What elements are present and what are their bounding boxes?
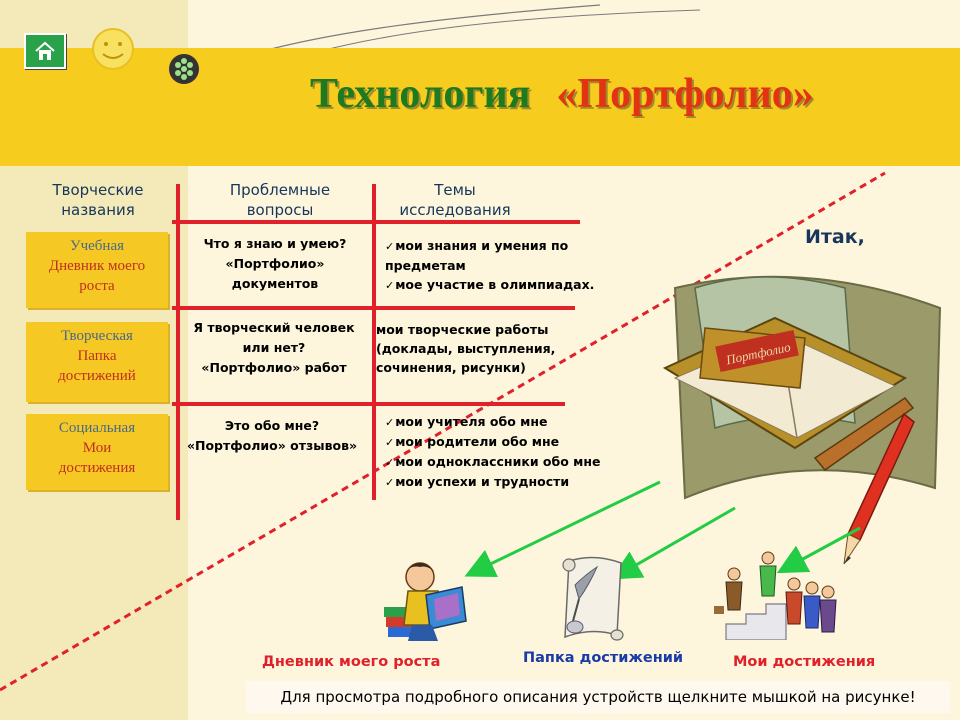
- home-icon: [35, 41, 55, 60]
- question-cell-1: Что я знаю и умею? «Портфолио» документо…: [180, 234, 370, 294]
- page-title: Технология «Портфолио»: [310, 70, 814, 118]
- topic-item: мои успехи и трудности: [385, 472, 601, 492]
- header-line: Темы: [434, 181, 476, 199]
- title-part-technology: Технология: [310, 71, 531, 117]
- question-line: Я творческий человек: [193, 320, 355, 335]
- topic-cell-1: мои знания и умения по предметам мое уча…: [385, 236, 594, 295]
- question-cell-2: Я творческий человек или нет? «Портфолио…: [176, 318, 372, 378]
- label-achievements[interactable]: Мои достижения: [733, 654, 876, 670]
- topic-item: мои учителя обо мне: [385, 412, 601, 432]
- category-box-social[interactable]: Социальная Мои достижения: [26, 414, 168, 490]
- category-type: Творческая: [61, 328, 133, 344]
- header-line: Творческие: [52, 181, 144, 199]
- topic-cell-3: мои учителя обо мне мои родители обо мне…: [385, 412, 601, 492]
- category-name: достижения: [58, 460, 136, 476]
- topic-item: мои одноклассники обо мне: [385, 452, 600, 472]
- label-diary[interactable]: Дневник моего роста: [262, 654, 441, 670]
- category-type: Социальная: [58, 420, 136, 436]
- header-creative-names: Творческие названия: [38, 180, 158, 220]
- header-line: вопросы: [246, 201, 314, 219]
- question-cell-3: Это обо мне? «Портфолио» отзывов»: [172, 416, 372, 456]
- header-problem-questions: Проблемные вопросы: [205, 180, 355, 220]
- category-box-creative[interactable]: Творческая Папка достижений: [26, 322, 168, 402]
- footer-instruction: Для просмотра подробного описания устрой…: [246, 681, 950, 713]
- question-line: «Портфолио» работ: [201, 360, 347, 375]
- topic-cell-2: мои творческие работы (доклады, выступле…: [376, 320, 555, 377]
- question-line: «Портфолио» отзывов»: [186, 438, 358, 453]
- header-line: Проблемные: [229, 181, 331, 199]
- topic-item: сочинения, рисунки): [376, 360, 526, 375]
- category-name: Дневник моего: [48, 258, 146, 274]
- category-name: достижений: [58, 368, 136, 384]
- header-line: исследования: [399, 201, 511, 219]
- category-box-educational[interactable]: Учебная Дневник моего роста: [26, 232, 168, 308]
- category-name: Мои: [82, 440, 112, 456]
- conclusion-label: Итак,: [805, 226, 865, 248]
- book-icon[interactable]: Портфолио: [655, 248, 955, 548]
- header-line: названия: [61, 201, 135, 219]
- topic-item: (доклады, выступления,: [376, 341, 556, 356]
- topic-item: мое участие в олимпиадах.: [385, 275, 594, 295]
- pencil-icon: [843, 412, 915, 565]
- label-folder[interactable]: Папка достижений: [523, 650, 684, 666]
- title-band: [0, 48, 960, 166]
- title-part-portfolio: «Портфолио»: [556, 71, 814, 117]
- category-name: Папка: [77, 348, 117, 364]
- topic-item: мои родители обо мне: [385, 432, 601, 452]
- topic-item: мои знания и умения по: [385, 236, 594, 256]
- home-button[interactable]: [24, 33, 66, 69]
- question-line: Что я знаю и умею?: [203, 236, 347, 251]
- category-name: роста: [79, 278, 115, 294]
- question-line: «Портфолио»: [225, 256, 325, 271]
- people-group-icon[interactable]: [712, 548, 842, 640]
- menu-dots-icon[interactable]: [167, 52, 201, 86]
- topic-item: мои творческие работы: [376, 322, 549, 337]
- header-research-topics: Темы исследования: [380, 180, 530, 220]
- reading-child-icon[interactable]: [382, 555, 472, 645]
- category-type: Учебная: [69, 238, 125, 254]
- scroll-quill-icon[interactable]: [555, 555, 635, 645]
- smiley-icon[interactable]: [90, 26, 136, 72]
- topic-item: предметам: [385, 258, 466, 273]
- question-line: или нет?: [242, 340, 306, 355]
- question-line: документов: [231, 276, 319, 291]
- question-line: Это обо мне?: [224, 418, 320, 433]
